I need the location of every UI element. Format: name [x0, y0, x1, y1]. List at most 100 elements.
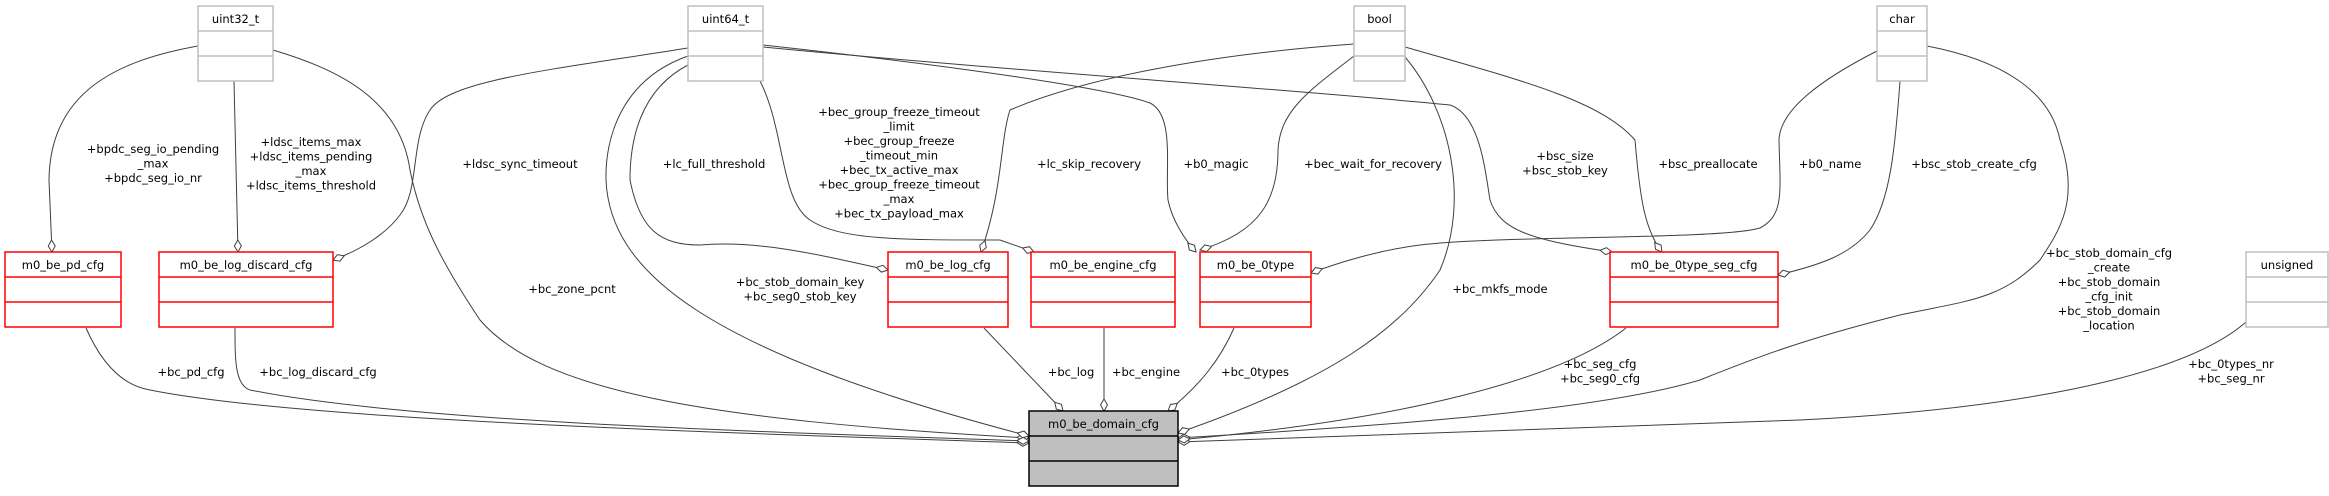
edge-label-line: +lc_full_threshold	[663, 157, 766, 171]
edge-label-line: _location	[2082, 319, 2134, 333]
edge-label: +bc_log_discard_cfg	[259, 365, 376, 379]
class-box-frame	[1876, 5, 1928, 82]
edge-label-line: _limit	[882, 120, 915, 134]
edge-labels: +bpdc_seg_io_pending_max+bpdc_seg_io_nr+…	[87, 105, 2274, 386]
edge-label: +bc_seg_cfg+bc_seg0_cfg	[1560, 357, 1640, 386]
edge-label-line: +bc_log	[1048, 365, 1095, 379]
composition-edge	[233, 80, 242, 253]
edge-label-line: _create	[2087, 261, 2130, 275]
edge-label-line: +ldsc_items_threshold	[246, 179, 376, 193]
class-name: m0_be_0type_seg_cfg	[1631, 258, 1758, 272]
class-name: uint64_t	[702, 12, 750, 26]
edge-label-line: +bc_stob_domain	[2058, 275, 2161, 289]
class-box-m0-be-0type[interactable]: m0_be_0type	[1199, 251, 1312, 328]
edge-label-line: +bc_seg0_cfg	[1560, 372, 1640, 386]
composition-edge	[759, 80, 1035, 254]
class-box-bool[interactable]: bool	[1353, 5, 1406, 82]
class-box-frame	[687, 5, 764, 82]
composition-edge	[1310, 50, 1878, 275]
class-box-uint32-t[interactable]: uint32_t	[197, 5, 274, 82]
edge-label: +bc_engine	[1112, 365, 1180, 379]
edge-label-line: +bpdc_seg_io_nr	[104, 171, 202, 185]
class-box-frame	[2245, 251, 2329, 328]
edge-label: +bc_log	[1048, 365, 1095, 379]
class-box-unsigned[interactable]: unsigned	[2245, 251, 2329, 328]
edge-label-line: +bc_mkfs_mode	[1452, 282, 1547, 296]
edge-label-line: +bc_zone_pcnt	[528, 282, 616, 296]
composition-edge	[629, 64, 889, 273]
composition-edge	[1177, 56, 1455, 435]
class-box-frame	[1028, 410, 1179, 487]
class-name: uint32_t	[212, 12, 260, 26]
class-box-m0-be-log-cfg[interactable]: m0_be_log_cfg	[887, 251, 1009, 328]
edge-label-line: +bc_pd_cfg	[157, 365, 224, 379]
edge-label-line: +ldsc_items_max	[261, 135, 362, 149]
composition-edge	[1777, 80, 1901, 278]
composition-edge	[85, 327, 1030, 447]
class-box-char[interactable]: char	[1876, 5, 1928, 82]
edge-label: +lc_skip_recovery	[1037, 157, 1141, 171]
class-name: m0_be_log_cfg	[905, 258, 990, 272]
class-box-m0-be-engine-cfg[interactable]: m0_be_engine_cfg	[1030, 251, 1176, 328]
edge-label-line: +bc_log_discard_cfg	[259, 365, 376, 379]
edge-label: +bc_zone_pcnt	[528, 282, 616, 296]
class-name: char	[1889, 12, 1915, 26]
class-name: unsigned	[2261, 258, 2314, 272]
edge-label: +bc_pd_cfg	[157, 365, 224, 379]
edge-label-line: +bc_stob_domain_key	[736, 275, 865, 289]
edge-label: +bpdc_seg_io_pending_max+bpdc_seg_io_nr	[87, 142, 219, 185]
edge-label: +lc_full_threshold	[663, 157, 766, 171]
edge-label-line: +bsc_size	[1536, 149, 1593, 163]
class-box-m0-be-domain-cfg[interactable]: m0_be_domain_cfg	[1028, 410, 1179, 487]
composition-edge	[1167, 327, 1235, 412]
class-box-m0-be-pd-cfg[interactable]: m0_be_pd_cfg	[4, 251, 122, 328]
edge-label: +bec_group_freeze_timeout_limit+bec_grou…	[818, 105, 980, 221]
class-box-frame	[1030, 251, 1176, 328]
class-box-frame	[197, 5, 274, 82]
edge-label-line: +bc_seg_cfg	[1564, 357, 1637, 371]
composition-edge	[605, 55, 1030, 439]
class-name: m0_be_domain_cfg	[1048, 417, 1159, 431]
composition-edge	[332, 47, 689, 262]
class-box-uint64-t[interactable]: uint64_t	[687, 5, 764, 82]
edge-label-line: +bec_tx_payload_max	[834, 207, 964, 221]
edge-label: +b0_name	[1799, 157, 1862, 171]
edge-label-line: +b0_magic	[1183, 157, 1248, 171]
edge-label-line: +bc_0types_nr	[2188, 357, 2274, 371]
class-name: m0_be_engine_cfg	[1049, 258, 1156, 272]
edge-label-line: +ldsc_sync_timeout	[462, 157, 578, 171]
composition-edge	[1199, 55, 1355, 253]
edge-label-line: +bec_group_freeze_timeout	[818, 178, 980, 192]
class-box-m0-be-0type-seg-cfg[interactable]: m0_be_0type_seg_cfg	[1609, 251, 1779, 328]
edge-label: +bsc_preallocate	[1658, 157, 1757, 171]
edge-label-line: +bc_seg0_stob_key	[743, 290, 856, 304]
class-box-m0-be-log-discard-cfg[interactable]: m0_be_log_discard_cfg	[158, 251, 334, 328]
composition-edge	[234, 327, 1030, 445]
edge-label-line: +lc_skip_recovery	[1037, 157, 1141, 171]
class-name: m0_be_0type	[1217, 258, 1294, 272]
class-name: m0_be_log_discard_cfg	[180, 258, 313, 272]
edge-label-line: +bsc_preallocate	[1658, 157, 1757, 171]
edge-label-line: _max	[883, 192, 915, 206]
edge-label-line: +bc_stob_domain_cfg	[2046, 246, 2172, 260]
edge-label-line: +bec_wait_for_recovery	[1304, 157, 1442, 171]
composition-edge	[983, 327, 1064, 412]
edge-label-line: +bsc_stob_key	[1522, 164, 1608, 178]
class-boxes: uint32_t uint64_t bool char unsigned m0_be_pd…	[4, 5, 2329, 487]
composition-edge	[1177, 45, 2069, 442]
composition-edge	[47, 45, 199, 253]
class-name: m0_be_pd_cfg	[22, 258, 104, 272]
edge-label-line: _timeout_min	[859, 149, 938, 163]
class-box-frame	[887, 251, 1009, 328]
edge-label-line: +ldsc_items_pending	[250, 150, 373, 164]
edge-label-line: +bc_seg_nr	[2197, 372, 2264, 386]
composition-edge	[762, 46, 1613, 256]
class-box-frame	[1609, 251, 1779, 328]
edge-label-line: +bc_0types	[1221, 365, 1289, 379]
class-name: bool	[1367, 12, 1392, 26]
edge-label-line: +b0_name	[1799, 157, 1862, 171]
composition-edge	[1177, 321, 2247, 446]
edge-label-line: +bc_stob_domain	[2058, 304, 2161, 318]
class-box-frame	[1199, 251, 1312, 328]
